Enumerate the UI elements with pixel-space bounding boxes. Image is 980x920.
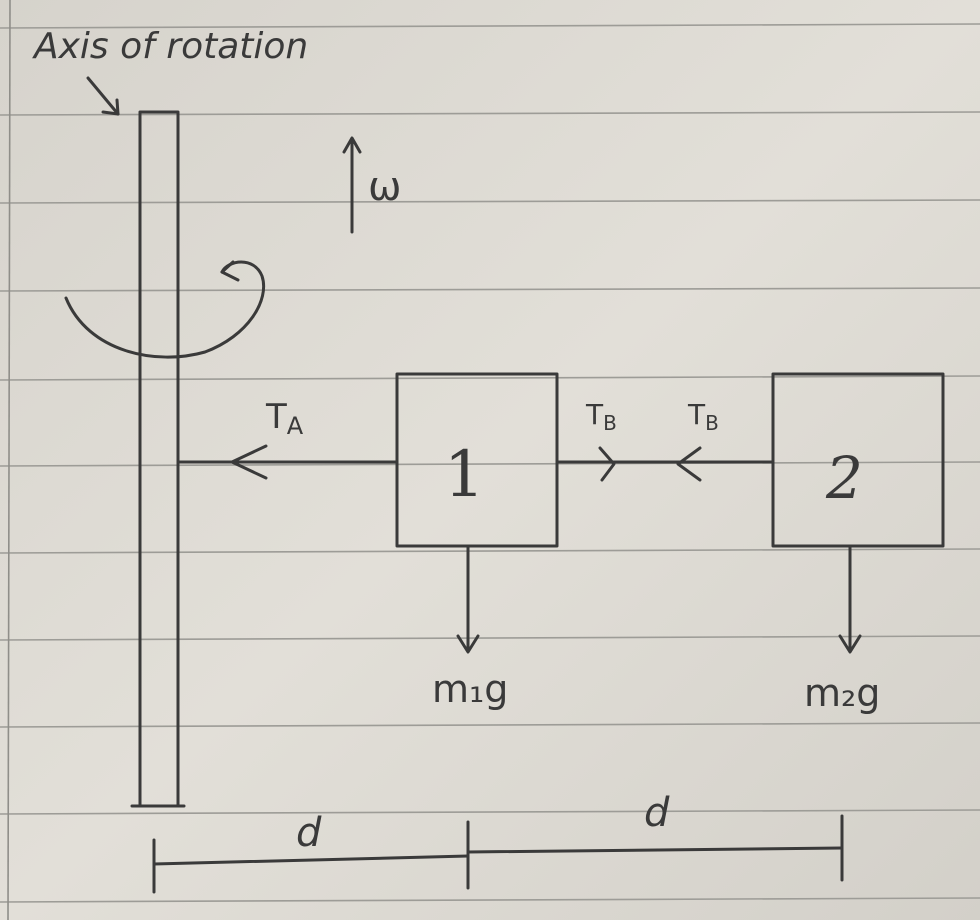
distance-line-1 <box>152 854 470 866</box>
weight-2-label: m₂g <box>804 671 880 715</box>
distance-1-label: d <box>296 810 322 856</box>
axis-pointer-arrow <box>86 76 120 116</box>
axis-pointer-arrowhead <box>101 98 120 116</box>
rotation-arrowhead <box>220 260 240 282</box>
weight-1-label: m₁g <box>432 667 508 711</box>
rotation-arc <box>64 260 265 359</box>
weight-1-arrowhead <box>456 634 480 654</box>
omega-arrowhead <box>342 136 362 154</box>
weight-2-arrowhead <box>838 634 862 654</box>
mass-2-block <box>771 372 945 548</box>
tension-b-left-arrowhead <box>598 446 616 482</box>
omega-label: ω <box>368 164 402 210</box>
ruled-lines <box>0 23 980 903</box>
distance-line-2 <box>466 846 844 854</box>
mass-1-block <box>395 372 559 548</box>
margin-line <box>7 0 11 920</box>
tension-a-arrowhead <box>230 444 268 480</box>
mass-1-number: 1 <box>444 438 485 512</box>
axis-label: Axis of rotation <box>32 26 308 67</box>
tension-b-right-arrowhead <box>676 446 702 482</box>
tension-b-left-label: TB <box>585 398 617 435</box>
distance-2-label: d <box>644 790 670 836</box>
mass-2-number: 2 <box>825 444 863 512</box>
tension-a-label: TA <box>265 397 304 440</box>
tension-b-right-label: TB <box>687 398 719 435</box>
